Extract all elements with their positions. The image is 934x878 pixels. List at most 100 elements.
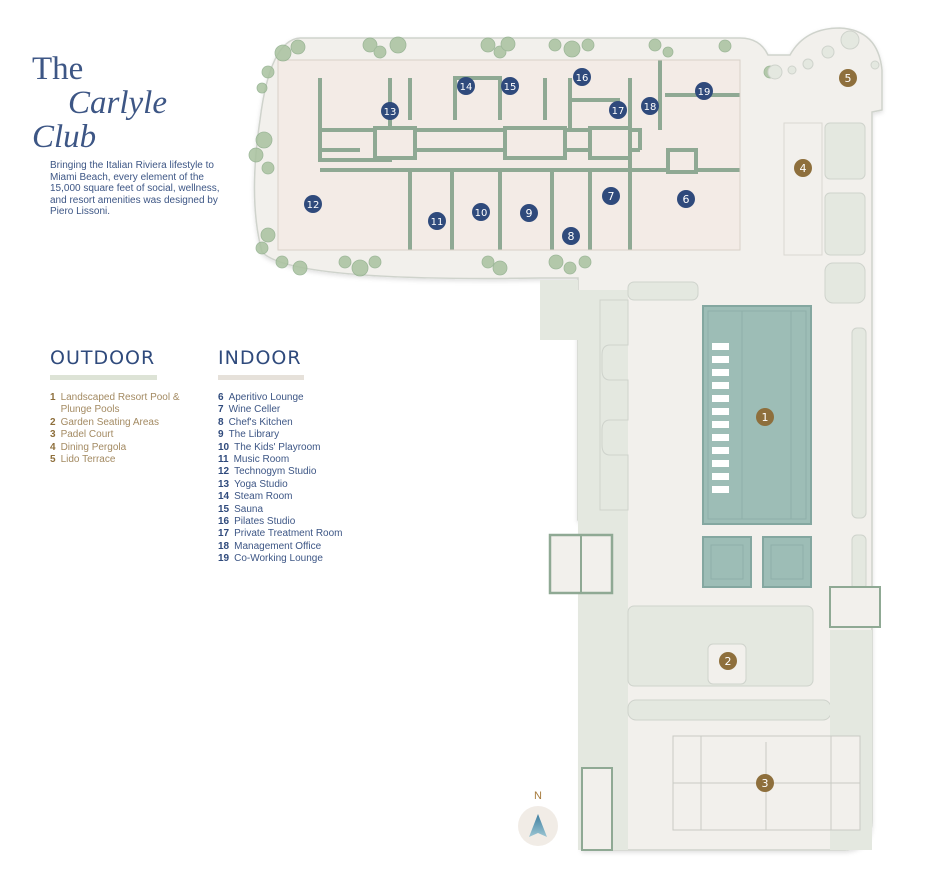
legend-item-number: 4	[50, 441, 56, 453]
indoor-heading: INDOOR	[218, 347, 302, 369]
legend-item: 8 Chef's Kitchen	[218, 417, 343, 429]
marker-circle	[428, 212, 446, 230]
legend-item-number: 2	[50, 416, 56, 428]
north-arrow-icon	[529, 814, 547, 837]
pergola-structure	[783, 122, 823, 256]
resort-pool	[702, 305, 812, 525]
stair-tower	[581, 767, 613, 851]
map-marker-9[interactable]: 9	[520, 204, 538, 222]
legend-item-number: 5	[50, 454, 56, 466]
elevator-core	[503, 126, 567, 160]
marker-number: 13	[384, 107, 397, 118]
legend-item-label: Padel Court	[60, 429, 114, 441]
marker-number: 15	[504, 82, 517, 93]
map-marker-4[interactable]: 4	[794, 159, 812, 177]
indoor-heading-underline	[218, 375, 304, 380]
legend-item: 11 Music Room	[218, 454, 343, 466]
page-title: The Carlyle Club	[32, 52, 167, 154]
legend-item: 5 Lido Terrace	[50, 454, 191, 466]
compass-disk	[518, 806, 558, 846]
map-marker-19[interactable]: 19	[695, 82, 713, 100]
legend-item-number: 13	[218, 478, 230, 490]
legend-item-number: 8	[218, 416, 224, 428]
planter-right-2	[851, 534, 867, 591]
map-marker-8[interactable]: 8	[562, 227, 580, 245]
legend-item-label: Dining Pergola	[60, 441, 127, 453]
map-marker-1[interactable]: 1	[756, 408, 774, 426]
map-marker-15[interactable]: 15	[501, 77, 519, 95]
marker-circle	[719, 652, 737, 670]
stair-room-right	[829, 586, 881, 628]
marker-circle	[794, 159, 812, 177]
legend-item-number: 10	[218, 441, 230, 453]
map-marker-10[interactable]: 10	[472, 203, 490, 221]
map-marker-7[interactable]: 7	[602, 187, 620, 205]
marker-number: 19	[698, 87, 711, 98]
legend-item-label: Steam Room	[234, 491, 293, 503]
marker-number: 11	[431, 217, 444, 228]
map-marker-6[interactable]: 6	[677, 190, 695, 208]
map-marker-14[interactable]: 14	[457, 77, 475, 95]
garden-strip-left	[540, 280, 578, 340]
stair-core-2	[588, 126, 632, 160]
marker-circle	[381, 102, 399, 120]
legend-item-label: Music Room	[233, 454, 290, 466]
legend-item: 10 The Kids' Playroom	[218, 442, 343, 454]
legend-item: 18 Management Office	[218, 541, 343, 553]
marker-number: 18	[644, 102, 657, 113]
legend-item-label: The Kids' Playroom	[234, 441, 321, 453]
marker-number: 6	[683, 193, 690, 206]
marker-number: 3	[762, 777, 769, 790]
marker-circle	[602, 187, 620, 205]
legend-item-label: Yoga Studio	[234, 478, 288, 490]
pergola-planter-2	[824, 192, 866, 256]
marker-circle	[677, 190, 695, 208]
marker-circle	[839, 69, 857, 87]
map-marker-18[interactable]: 18	[641, 97, 659, 115]
trees	[248, 36, 777, 277]
map-marker-12[interactable]: 12	[304, 195, 322, 213]
title-line-3: Club	[32, 119, 97, 156]
legend-item-label: Management Office	[234, 540, 322, 552]
legend-item-number: 3	[50, 429, 56, 441]
legend-item-label: Garden Seating Areas	[60, 416, 159, 428]
outdoor-heading: OUTDOOR	[50, 347, 156, 369]
map-marker-13[interactable]: 13	[381, 102, 399, 120]
marker-number: 14	[460, 82, 473, 93]
intro-text: Bringing the Italian Riviera lifestyle t…	[50, 160, 220, 217]
legend-item-number: 6	[218, 392, 224, 403]
marker-circle	[609, 101, 627, 119]
legend-item-label: Landscaped Resort Pool & Plunge Pools	[60, 392, 180, 416]
map-marker-3[interactable]: 3	[756, 774, 774, 792]
map-marker-11[interactable]: 11	[428, 212, 446, 230]
legend-item-label: Technogym Studio	[234, 466, 317, 478]
legend-item-label: Chef's Kitchen	[228, 416, 293, 428]
marker-number: 5	[845, 72, 852, 85]
marker-number: 7	[608, 190, 615, 203]
legend-item-number: 18	[218, 540, 230, 552]
planter-right-1	[824, 262, 866, 304]
elevator-small	[666, 148, 698, 174]
marker-circle	[457, 77, 475, 95]
marker-circle	[573, 68, 591, 86]
marker-circle	[756, 408, 774, 426]
legend-item-label: Lido Terrace	[60, 454, 116, 466]
map-marker-5[interactable]: 5	[839, 69, 857, 87]
marker-circle	[641, 97, 659, 115]
garden-hedge	[627, 699, 832, 721]
marker-number: 16	[576, 73, 589, 84]
pool-loungers	[712, 343, 729, 493]
map-marker-2[interactable]: 2	[719, 652, 737, 670]
legend-item-number: 11	[218, 454, 229, 466]
marker-circle	[756, 774, 774, 792]
building-outline	[277, 59, 741, 251]
legend-item-number: 12	[218, 466, 230, 478]
map-marker-16[interactable]: 16	[573, 68, 591, 86]
map-marker-17[interactable]: 17	[609, 101, 627, 119]
